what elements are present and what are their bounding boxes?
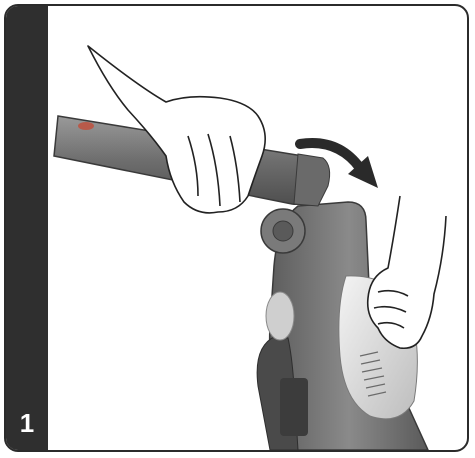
bottom-hand xyxy=(368,196,446,348)
instruction-panel: 1 xyxy=(4,4,469,452)
step-sidebar: 1 xyxy=(6,6,48,450)
step-number: 1 xyxy=(6,408,48,438)
vacuum-illustration xyxy=(48,6,467,450)
hinge-joint xyxy=(261,209,305,253)
